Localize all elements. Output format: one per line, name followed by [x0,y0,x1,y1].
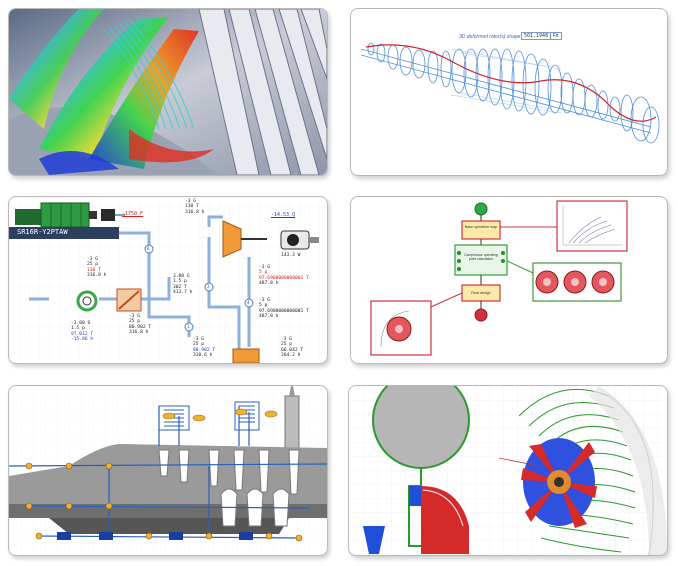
workflow-diagram [370,200,628,356]
workflow-step-base-map[interactable]: Base operation map [464,225,498,229]
secondary-air-diagram [9,386,327,555]
stream-tag-1[interactable]: 1 [187,324,190,329]
workflow-step-final-design[interactable]: Final design [471,291,491,295]
fit-button[interactable]: Fit [550,32,562,40]
rotor-3d-view [360,42,660,144]
motor-power-value: 143.3 W [281,253,301,258]
stream-tag-4[interactable]: 4 [247,300,250,305]
workflow-panel[interactable]: Base operation map Compressor operating … [350,196,668,364]
stream-tag-6[interactable]: 6 [147,246,150,251]
compressor-duty-value[interactable]: -14.53 Q [271,212,296,218]
unit-label: SR16R-Y2PTAW [17,228,68,236]
rotor-shape-title: 3D deformed rotor(s) shape [459,34,521,40]
stream-tag-2[interactable]: 2 [207,284,210,289]
turbocharger-panel[interactable] [348,385,668,556]
flowsheet-diagram [9,197,327,363]
turbocharger-render [349,386,667,555]
turbine-blade-image [9,9,327,175]
rotor-shape-panel[interactable]: 3D deformed rotor(s) shape 501.1948 Fit [350,8,668,176]
turbine-blade-render-panel[interactable] [8,8,328,176]
secondary-air-panel[interactable] [8,385,328,556]
temp-top-value[interactable]: -1750 F [122,211,144,217]
rotor-scale-input[interactable]: 501.1948 [521,32,552,40]
workflow-step-operating-point[interactable]: Compressor operating point calculation [464,253,498,261]
